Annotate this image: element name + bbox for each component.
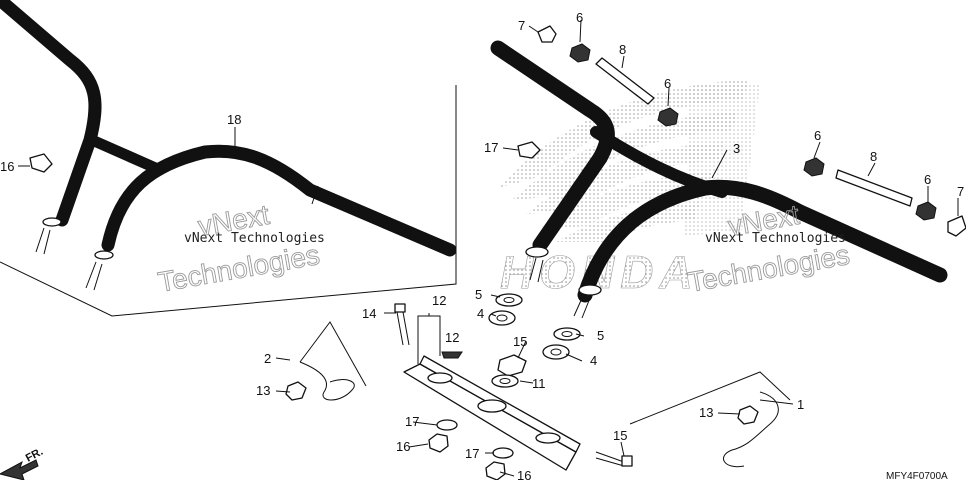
callout-15b: 16 (517, 468, 531, 480)
callout-9: 11 (532, 376, 546, 391)
front-direction-arrow: FR. (0, 446, 45, 480)
wire-brackets-1-2 (285, 361, 779, 468)
callout-6b: 6 (664, 76, 671, 91)
leader-lines (18, 19, 959, 477)
callout-13a: 14 (362, 306, 376, 321)
handlebar-part-3 (490, 40, 948, 319)
callout-7b: 7 (957, 184, 964, 199)
callout-5a: 5 (475, 287, 482, 302)
handlebar-holder-part-10 (403, 351, 581, 471)
callout-6d: 6 (924, 172, 931, 187)
callout-5b: 5 (597, 328, 604, 343)
callout-7a: 7 (518, 18, 525, 33)
callout-16a: 16 (0, 159, 14, 174)
callout-17a: 17 (405, 414, 419, 429)
text-watermarks: vNext Technologies vNext Technologies vN… (155, 198, 852, 298)
svg-text:FR.: FR. (24, 446, 45, 465)
callout-11: 12 (445, 330, 459, 345)
callout-14: 15 (513, 334, 527, 349)
callout-6a: 6 (576, 10, 583, 25)
svg-text:vNext Technologies: vNext Technologies (184, 231, 325, 246)
inset-frame (0, 85, 457, 317)
svg-text:Technologies: Technologies (686, 239, 852, 298)
callout-3: 3 (733, 141, 740, 156)
washers-bushings (488, 293, 581, 388)
callout-15a: 16 (396, 439, 410, 454)
callout-8b: 8 (870, 149, 877, 164)
callout-4b: 4 (590, 353, 597, 368)
callout-12b: 13 (699, 405, 713, 420)
callout-8a: 8 (619, 42, 626, 57)
svg-text:Technologies: Technologies (156, 239, 322, 298)
nuts-washers-15-17 (428, 419, 514, 480)
callout-labels: 18 16 17 7 6 8 6 3 6 8 6 7 5 4 5 4 12 12… (0, 10, 964, 480)
bolts-part-13 (394, 303, 633, 467)
handlebar-alt-part-18 (0, 0, 457, 291)
callout-4a: 4 (477, 306, 484, 321)
callout-1: 1 (797, 397, 804, 412)
diagram-code: MFY4F0700A (886, 471, 948, 480)
callout-2: 2 (264, 351, 271, 366)
callout-17b: 17 (465, 446, 479, 461)
callout-12a: 13 (256, 383, 270, 398)
callout-18: 18 (227, 112, 241, 127)
callout-10: 12 (432, 293, 446, 308)
callout-6c: 6 (814, 128, 821, 143)
svg-text:vNext Technologies: vNext Technologies (705, 231, 846, 246)
cable-clamps-6-7-8 (29, 25, 966, 237)
callout-13b: 15 (613, 428, 627, 443)
callout-16b: 17 (484, 140, 498, 155)
